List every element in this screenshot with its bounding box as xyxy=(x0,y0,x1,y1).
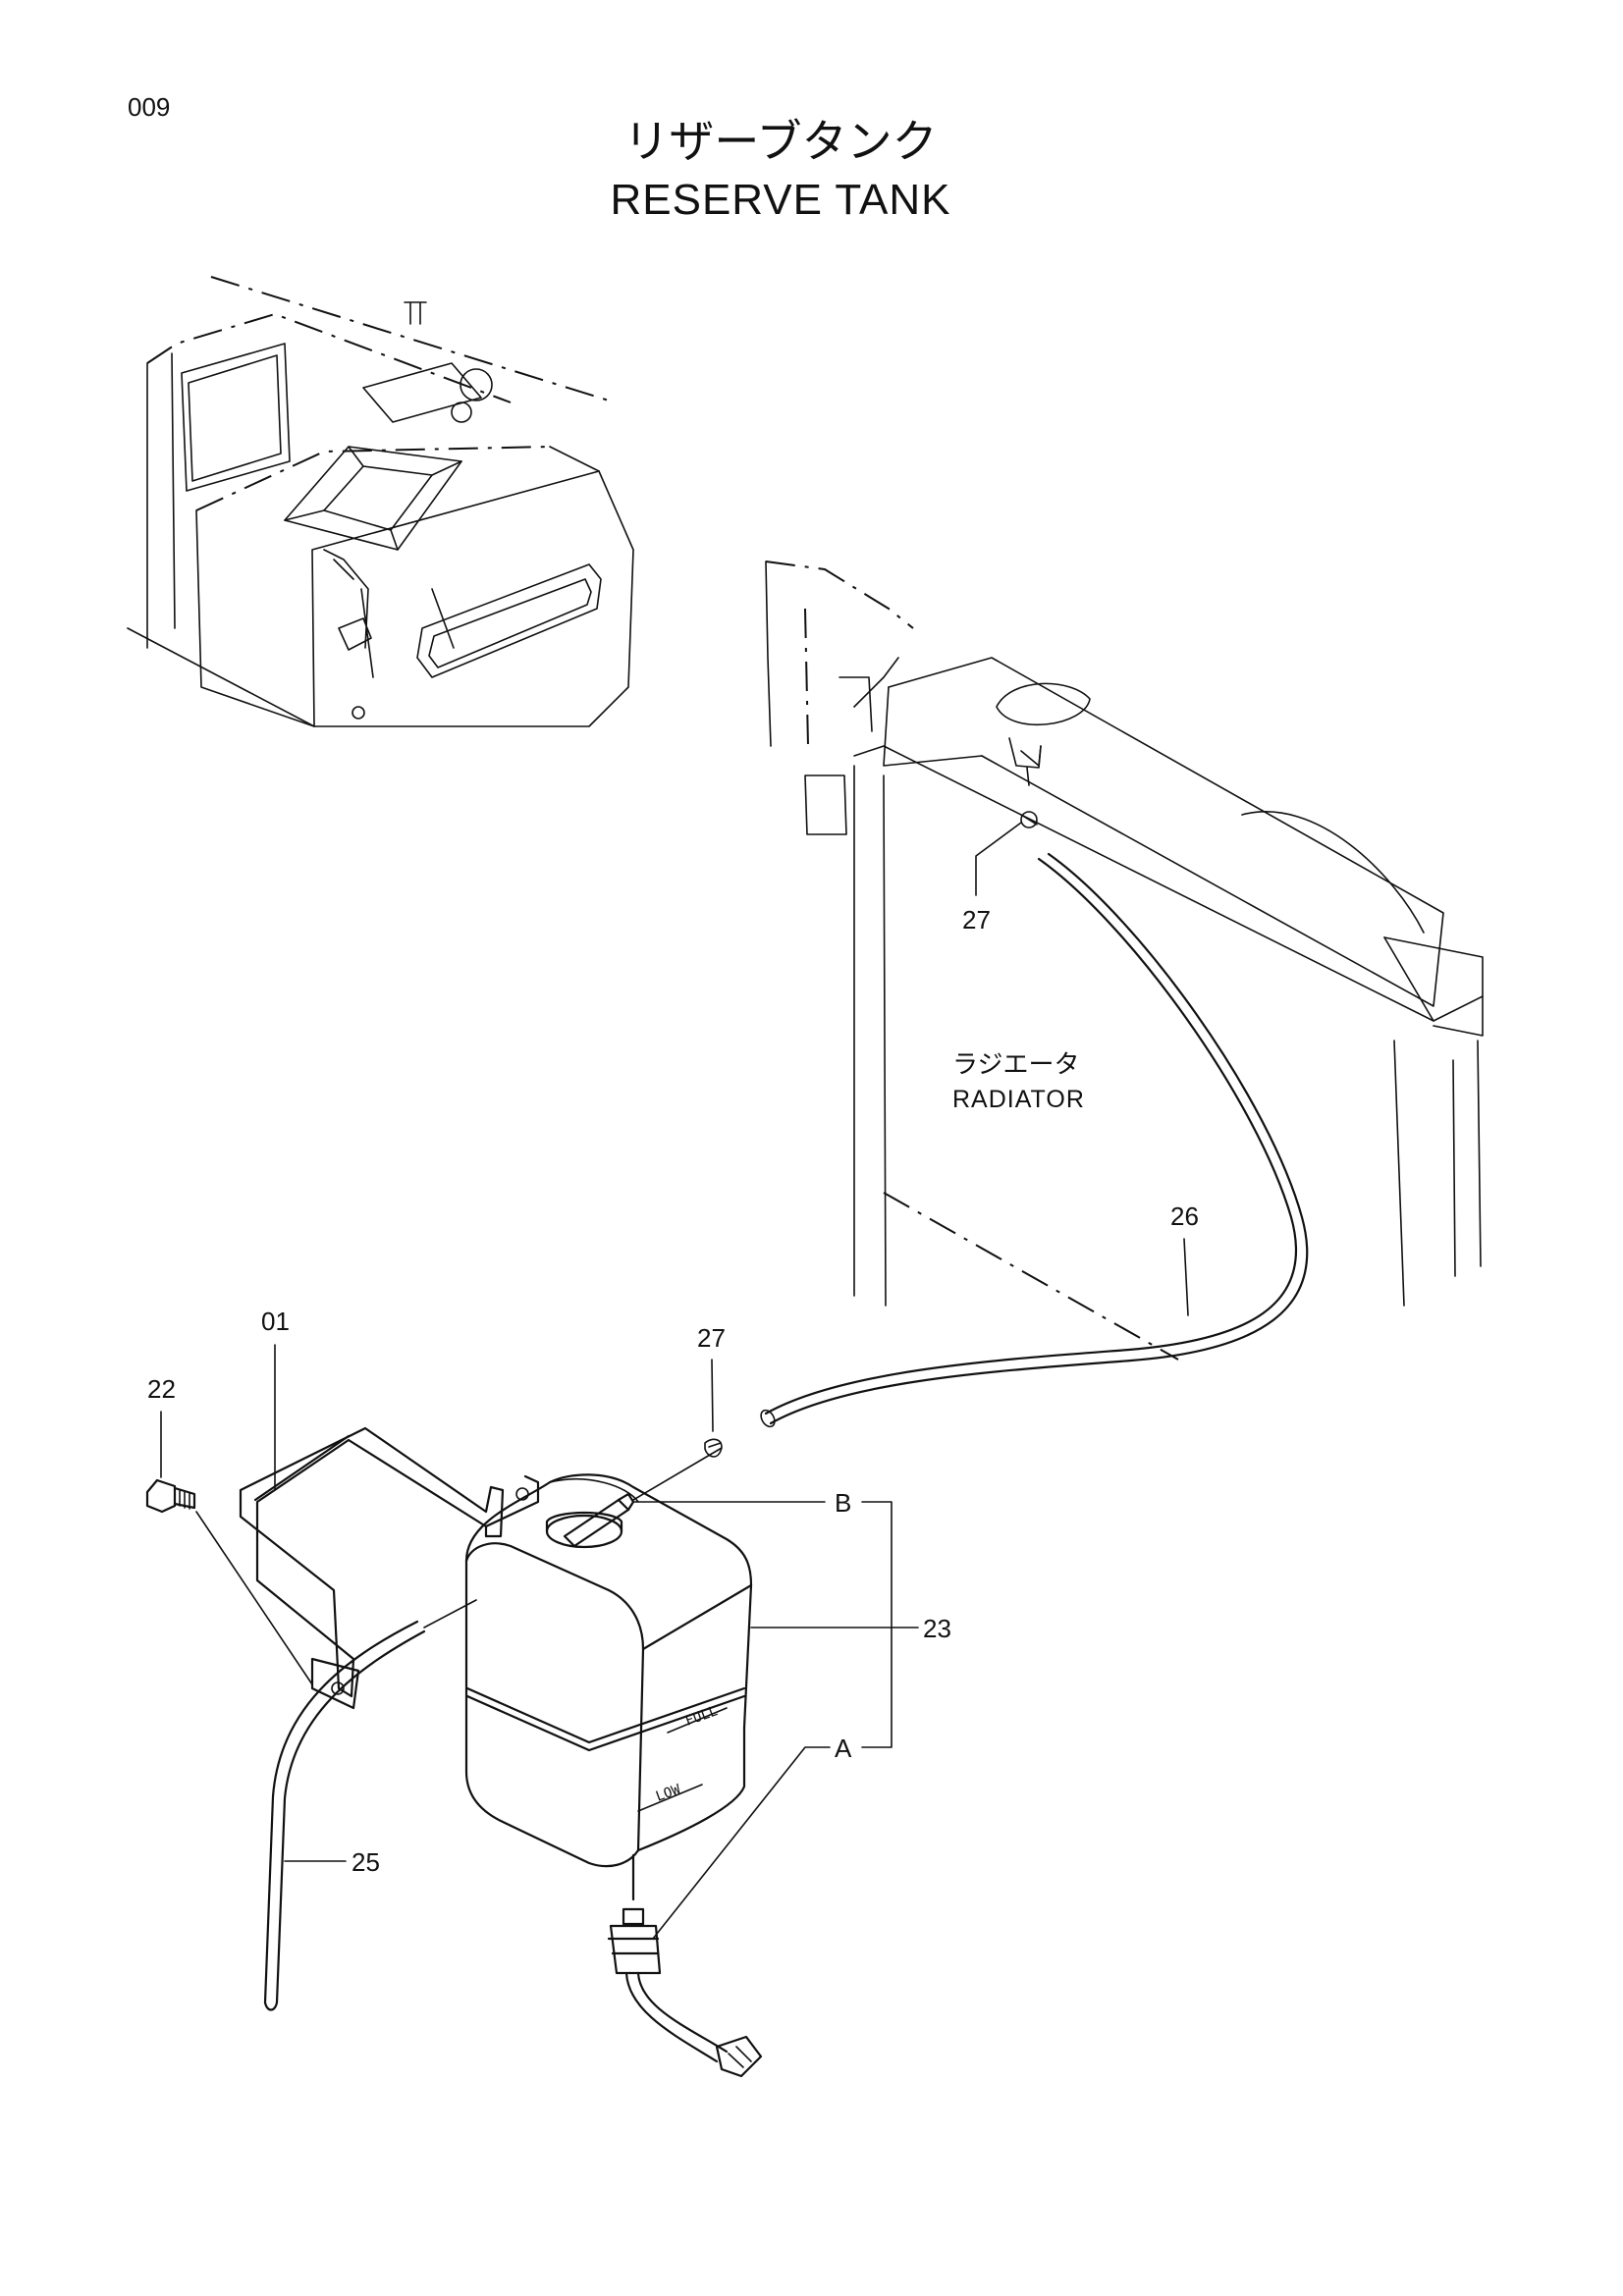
radiator-drawing xyxy=(765,561,1484,1361)
callout-b: B xyxy=(835,1488,851,1518)
callout-22: 22 xyxy=(147,1374,176,1404)
bolt-part-22 xyxy=(145,1478,313,1685)
radiator-label-japanese: ラジエータ xyxy=(952,1049,1079,1079)
leader-27-lower xyxy=(711,1359,714,1432)
title-japanese: リザーブタンク xyxy=(623,116,937,167)
page-number: 009 xyxy=(128,92,170,122)
level-sensor-part-a xyxy=(607,1907,763,2078)
hose-clamp-part-27-lower xyxy=(704,1438,723,1458)
leader-26 xyxy=(1183,1238,1189,1316)
title-english: RESERVE TANK xyxy=(610,176,950,224)
bracket-line-23 xyxy=(861,1501,893,1748)
callout-27-lower: 27 xyxy=(697,1323,726,1353)
callout-26: 26 xyxy=(1170,1201,1199,1231)
radiator-label-english: RADIATOR xyxy=(952,1086,1085,1113)
leader-27-top xyxy=(975,822,1022,896)
callout-a: A xyxy=(835,1734,852,1763)
callout-01: 01 xyxy=(261,1307,290,1336)
leader-a xyxy=(652,1746,831,1940)
machine-overview-drawing xyxy=(127,276,634,727)
tank-low-mark: LOW xyxy=(654,1782,683,1805)
callout-25: 25 xyxy=(352,1847,380,1877)
callout-27-top: 27 xyxy=(962,905,991,934)
overflow-hose-part-26 xyxy=(760,852,1309,1428)
callout-23: 23 xyxy=(923,1614,951,1643)
drain-hose-part-25 xyxy=(263,1599,477,2011)
reserve-tank-part-23: FULL LOW xyxy=(464,1447,753,1901)
tank-bracket-part-01 xyxy=(239,1426,540,1710)
